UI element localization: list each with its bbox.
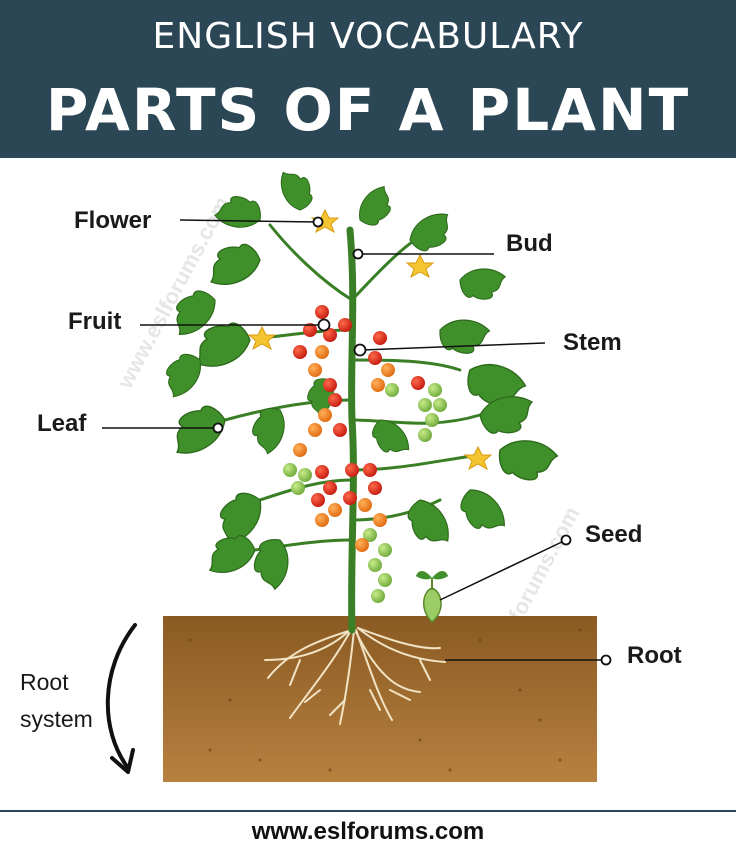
seed-sprout (416, 571, 448, 624)
label-seed: Seed (585, 521, 642, 548)
main-stem (346, 226, 357, 634)
label-flower: Flower (74, 207, 151, 234)
footer-divider (0, 810, 736, 812)
tomato-cluster (283, 305, 447, 603)
pointer-dots (212, 216, 612, 666)
plant-diagram: www.eslforums.com www.eslforums.com (20, 167, 682, 782)
label-bud: Bud (506, 230, 553, 257)
label-stem: Stem (563, 329, 622, 356)
label-root-system-line2: system (20, 706, 93, 732)
label-root: Root (627, 642, 682, 669)
soil-block (163, 616, 597, 782)
header-subtitle: ENGLISH VOCABULARY (152, 16, 584, 57)
label-fruit: Fruit (68, 308, 121, 335)
header-title: PARTS OF A PLANT (45, 76, 691, 144)
header-banner: ENGLISH VOCABULARY PARTS OF A PLANT (0, 0, 736, 158)
soil-specks (188, 628, 582, 772)
pointer-lines (102, 219, 606, 661)
footer-url: www.eslforums.com (251, 818, 485, 845)
label-root-system-line1: Root (20, 669, 69, 695)
label-leaf: Leaf (37, 410, 87, 437)
roots (264, 627, 446, 725)
root-system-arrow (105, 623, 137, 774)
